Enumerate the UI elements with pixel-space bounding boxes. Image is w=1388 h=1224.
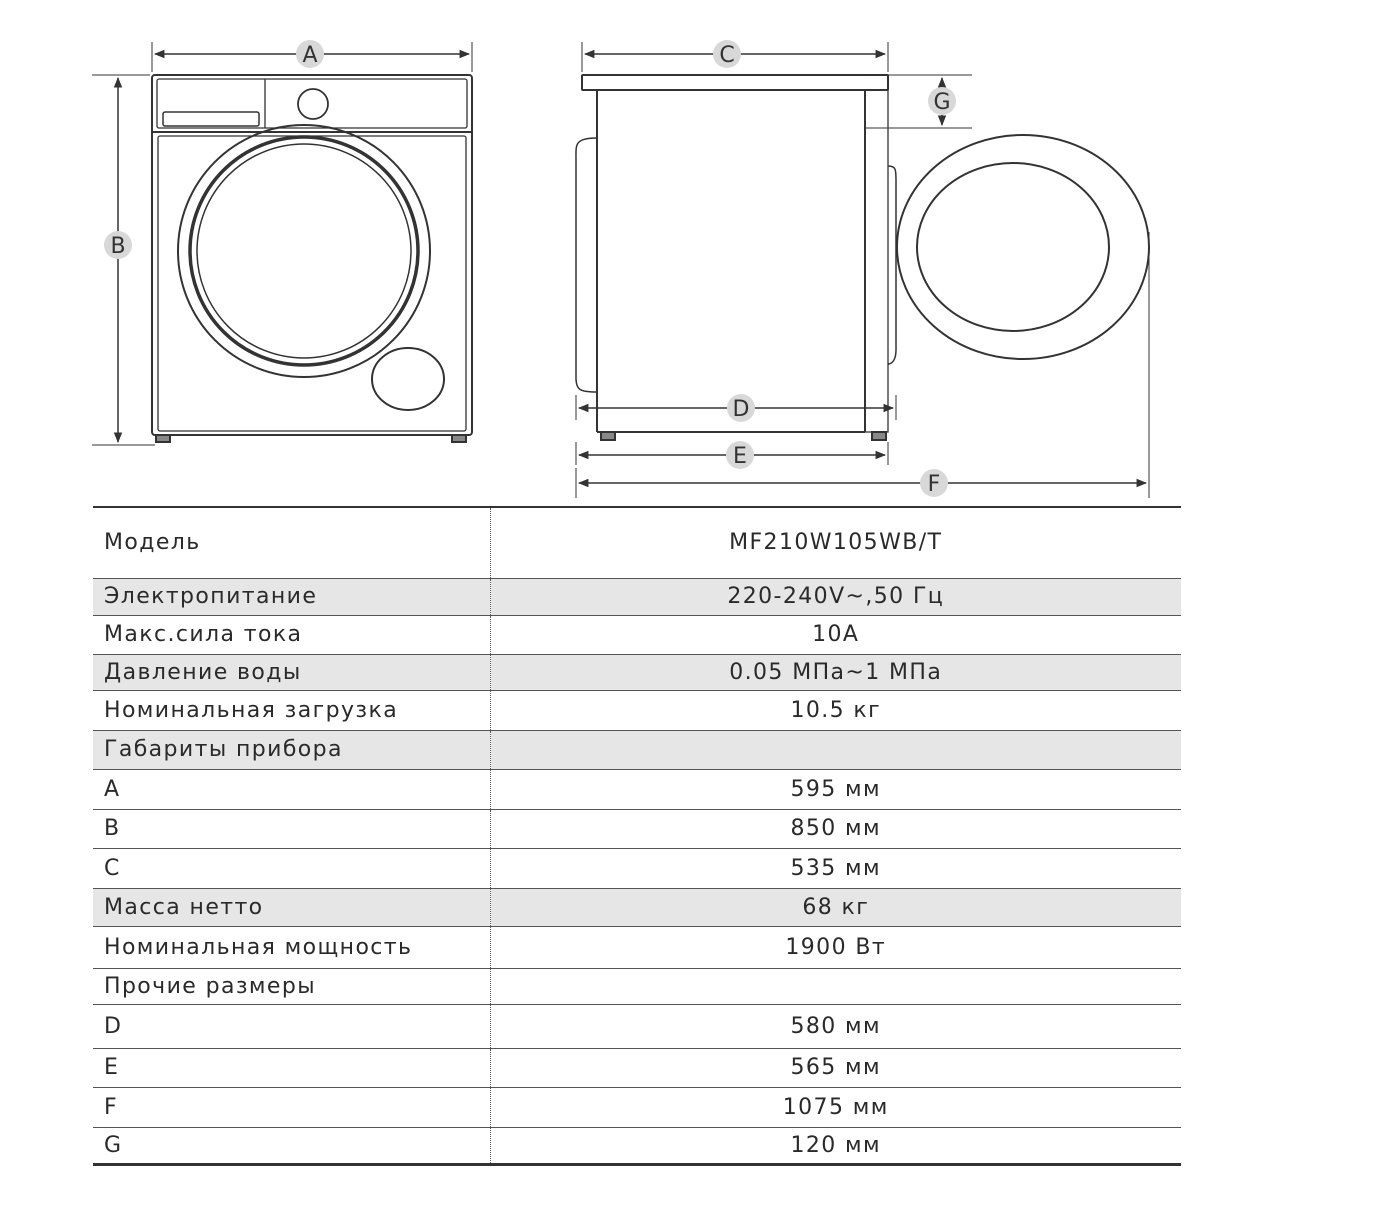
spec-value [489,730,1181,770]
dimension-c: C [581,40,889,72]
spec-value: 1900 Вт [489,926,1181,969]
spec-value: 120 мм [489,1127,1181,1166]
spec-label: Электропитание [93,578,490,616]
dimension-label-b: B [110,234,125,259]
spec-label: Макс.сила тока [93,615,490,655]
spec-label: D [93,1004,490,1049]
dimension-label-c: C [719,43,734,68]
spec-value: 595 мм [489,769,1181,810]
spec-value: MF210W105WB/T [489,506,1181,579]
spec-label: G [93,1127,490,1166]
spec-value: 220-240V~,50 Гц [489,578,1181,616]
spec-label: Давление воды [93,654,490,691]
spec-label: B [93,809,490,849]
dimension-d: D [575,394,897,422]
dimension-label-e: E [733,444,747,469]
spec-value: 10A [489,615,1181,655]
dimension-label-g: G [933,90,950,115]
dimension-f: F [575,232,1150,498]
spec-value: 10.5 кг [489,690,1181,731]
spec-label: F [93,1087,490,1128]
dimension-g: G [865,74,972,129]
spec-label: Номинальная мощность [93,926,490,969]
dimension-label-f: F [928,472,941,497]
front-view [151,74,473,443]
spec-label: A [93,769,490,810]
spec-value [489,968,1181,1005]
spec-row: Прочие размеры [93,968,1181,1005]
spec-value: 850 мм [489,809,1181,849]
spec-value: 0.05 МПа~1 МПа [489,654,1181,691]
spec-value: 535 мм [489,848,1181,889]
spec-row: Габариты прибора [93,730,1181,770]
spec-label: E [93,1048,490,1088]
dimension-a: A [151,40,473,72]
spec-label: Масса нетто [93,888,490,927]
spec-label: C [93,848,490,889]
spec-label: Прочие размеры [93,968,490,1005]
dimension-e: E [575,441,889,469]
spec-value: 580 мм [489,1004,1181,1049]
spec-label: Модель [93,506,490,579]
dimension-label-a: A [302,43,317,68]
spec-value: 565 мм [489,1048,1181,1088]
spec-value: 68 кг [489,888,1181,927]
washer-dimension-diagram: A B C G [92,40,1150,498]
dimension-b: B [92,74,155,446]
dimension-label-d: D [733,397,750,422]
side-view [575,74,1150,441]
spec-label: Габариты прибора [93,730,490,770]
spec-value: 1075 мм [489,1087,1181,1128]
spec-label: Номинальная загрузка [93,690,490,731]
